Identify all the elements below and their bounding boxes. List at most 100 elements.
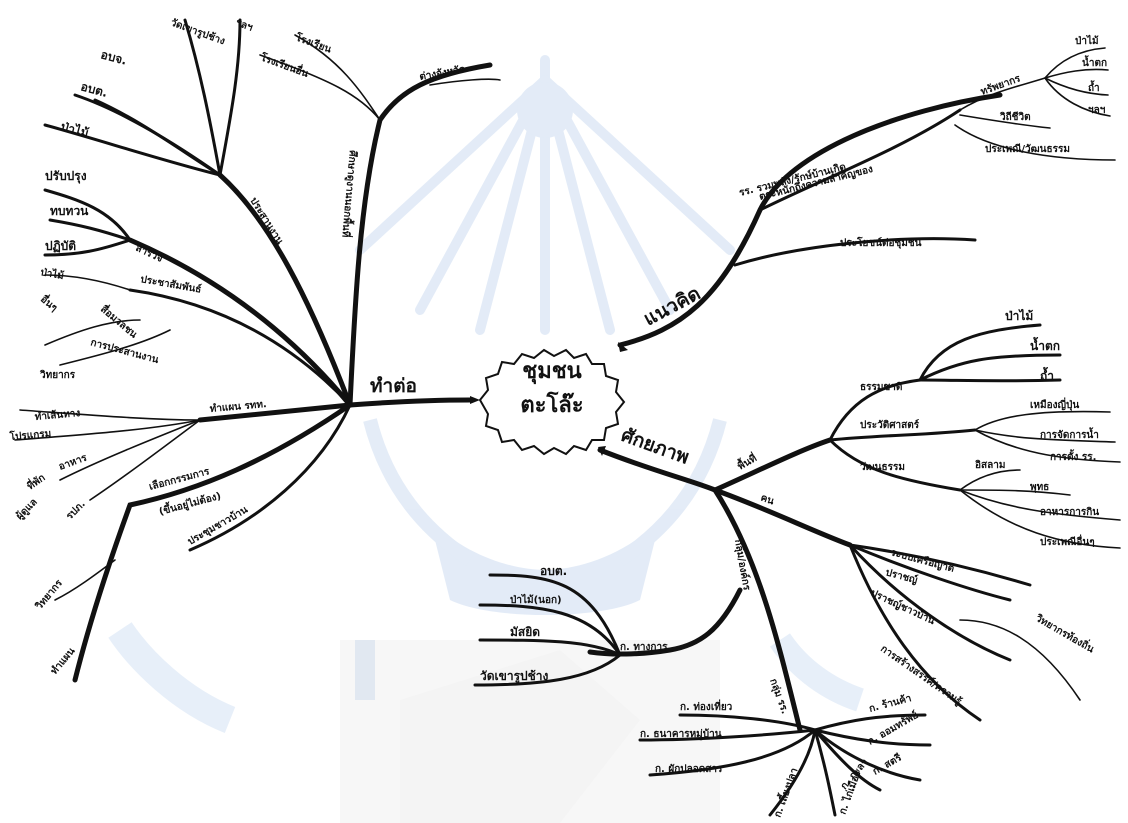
select-2: ทำแผน — [48, 645, 77, 677]
tradition-label: ประเพณี/วัฒนธรรม — [985, 143, 1070, 155]
culture-line-2 — [959, 489, 1071, 496]
culture-line-1 — [959, 469, 1021, 491]
gov-line-1 — [488, 573, 622, 657]
route-line — [127, 237, 353, 408]
lifestyle-label: วิถีชีวิต — [1000, 111, 1031, 123]
center-label-1: ชุมชน — [522, 359, 581, 385]
people-line-4 — [959, 619, 1081, 701]
history-line-1 — [974, 410, 1111, 431]
people-label: คน — [759, 492, 776, 507]
civic-line-1 — [678, 713, 817, 732]
civic-line-9 — [813, 728, 922, 782]
people-line-2 — [848, 543, 1012, 602]
culture-3: อาหารการกิน — [1040, 506, 1099, 518]
pr-line — [128, 288, 352, 407]
nature-line — [828, 378, 922, 442]
route-1: ปรับปรุง — [45, 169, 87, 184]
pr-line-1 — [44, 274, 131, 291]
plan-6: ผู้ดูแล — [14, 496, 41, 523]
res-4: ฯลฯ — [1088, 105, 1106, 116]
meeting-line — [188, 403, 352, 552]
civic-line-2 — [638, 728, 817, 742]
tradition-line — [954, 124, 1116, 161]
org-line-4 — [183, 18, 222, 177]
civic-4: ก. เลี้ยงปลา — [770, 766, 801, 819]
potential-arrow-icon — [598, 446, 606, 456]
culture-label: วัฒนธรรม — [860, 461, 905, 473]
area-line — [712, 437, 833, 493]
history-line-2 — [974, 429, 1116, 443]
org-2: อบต. — [79, 79, 109, 100]
plan-2: อาหาร — [57, 452, 89, 473]
org-3: ป่าไม้ — [59, 118, 90, 140]
gov-line-2 — [478, 603, 622, 657]
study-2: โรงเรียนอื่น — [258, 49, 311, 80]
plan-line-2 — [14, 419, 201, 441]
select-line — [72, 402, 353, 683]
coord-label: ประสานงาน — [247, 195, 285, 246]
lifestyle-line — [959, 114, 1051, 129]
route-2: ทบทวน — [50, 204, 89, 218]
culture-line-3 — [959, 489, 1121, 521]
study-line-2 — [259, 54, 381, 121]
coord-line — [217, 172, 353, 408]
plan-line-1 — [19, 409, 201, 421]
operation-branch: ทำต่อ ประสานงาน อบจ. อบต. ป่าไม้ วัดเขาร… — [8, 17, 501, 683]
res-line-2 — [1044, 68, 1109, 79]
people-line-3 — [848, 543, 1012, 662]
select-label: เลือกกรรมการ — [148, 465, 212, 493]
nature-label: ธรรมชาติ — [860, 381, 902, 393]
history-1: เหมืองญี่ปุ่น — [1030, 397, 1079, 411]
civic-2: ก. ธนาคารหมู่บ้าน — [640, 728, 722, 741]
people-line-5 — [848, 543, 982, 722]
org-line-5 — [218, 18, 242, 177]
select-line-1 — [54, 559, 116, 601]
pr-line-4 — [59, 329, 171, 366]
concept-branch: แนวคิด รร. รวมพลัง/รักษ์บ้านเกิด ตระหนัก… — [617, 34, 1116, 348]
nature-line-3 — [918, 378, 1062, 383]
concept-line-c — [733, 237, 977, 267]
history-2: การจัดการน้ำ — [1040, 427, 1099, 441]
culture-line-4 — [959, 489, 1121, 549]
res-line-3 — [1044, 77, 1109, 96]
gov-line — [587, 587, 743, 657]
select-1: วิทยากร — [33, 577, 65, 612]
civic-line-7 — [813, 713, 927, 732]
plan-label: ทำแผน รทท. — [209, 398, 267, 415]
people-line — [712, 487, 853, 548]
people-line-1 — [848, 543, 1032, 587]
civic-1: ก. ท่องเที่ยว — [680, 699, 733, 713]
operation-label: ทำต่อ — [370, 375, 417, 397]
civic-3: ก. ผักปลอดสาร — [655, 763, 723, 775]
plan-line — [197, 402, 353, 423]
org-line-2 — [73, 93, 222, 177]
culture-2: พุทธ — [1030, 482, 1049, 493]
route-3: ปฏิบัติ — [45, 239, 76, 253]
plan-8: ทำเส้นทาง — [34, 407, 81, 423]
study-line-1 — [294, 34, 381, 121]
plan-1: ที่พัก — [24, 470, 48, 493]
civic-line-4 — [768, 728, 817, 817]
culture-4: ประเพณีอื่นๆ — [1040, 534, 1095, 548]
res-1: ป่าไม้ — [1075, 34, 1099, 47]
gov-3: มัสยิด — [510, 625, 540, 639]
nature-line-2 — [918, 353, 1062, 382]
nature-1: ป่าไม้ — [1005, 308, 1033, 323]
res-3: ถ้ำ — [1088, 80, 1100, 94]
study-3: ต่างจังหวัด — [418, 63, 466, 83]
select-note: (ขึ้นอยู่ไม่ต้อง) — [157, 488, 222, 519]
concept-line-b — [758, 108, 962, 212]
nature-line-1 — [918, 323, 1042, 382]
gov-line-3 — [478, 638, 622, 657]
operation-main-line — [347, 397, 473, 408]
route-line-2 — [48, 218, 132, 242]
culture-1: อิสลาม — [975, 459, 1005, 471]
civic-line-5 — [813, 728, 837, 817]
civic-7: ก. ร้านค้า — [868, 692, 913, 715]
concept-c: ประโยชน์ต่อชุมชน — [840, 236, 922, 249]
plan-line-4 — [89, 419, 201, 501]
civic-line-3 — [648, 728, 817, 777]
gov-4: วัดเขารูปช้าง — [480, 669, 549, 684]
res-line-4 — [1044, 77, 1111, 117]
